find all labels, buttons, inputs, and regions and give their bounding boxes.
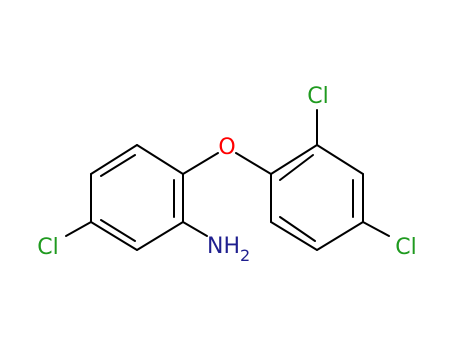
double-bond	[100, 219, 136, 242]
bond	[136, 221, 184, 251]
chlorine-bond-left	[65, 221, 92, 237]
chlorine-atom-label-right: Cl	[395, 235, 416, 260]
bond	[316, 144, 364, 175]
bond	[270, 144, 318, 175]
double-bond	[279, 154, 314, 181]
amine-group-label: NH2	[207, 234, 250, 265]
bond	[136, 144, 184, 175]
chlorine-atom-label-left: Cl	[37, 235, 58, 260]
oxygen-atom-label: O	[218, 135, 235, 160]
amine-label: NH	[207, 234, 240, 259]
bond	[90, 221, 138, 251]
double-bond	[279, 216, 316, 242]
bond	[270, 221, 318, 251]
amine-subscript: 2	[240, 246, 250, 265]
bond	[316, 221, 364, 251]
left-benzene-ring	[90, 144, 184, 251]
ether-bond-left	[182, 152, 219, 175]
chlorine-atom-label-top: Cl	[307, 84, 328, 109]
amine-bond	[182, 221, 208, 237]
ether-bond-right	[235, 152, 272, 175]
bond	[90, 144, 138, 175]
chlorine-bond-right	[362, 221, 390, 237]
double-bond	[100, 154, 136, 177]
right-benzene-ring	[270, 144, 364, 251]
